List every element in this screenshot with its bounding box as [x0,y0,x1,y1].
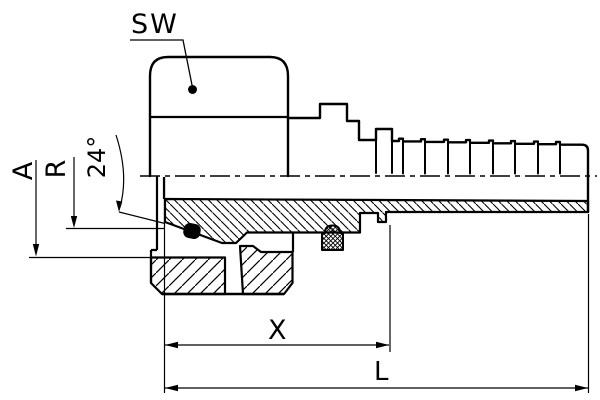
o-ring [183,223,201,239]
dim-cone-angle [115,134,166,225]
label-overall-length: L [374,357,389,387]
sw-callout [130,39,197,94]
sw-leader-dot [188,85,197,94]
dim-a-arrow [32,244,40,257]
cone-angle-arrow [116,200,123,212]
nut-thread-mass [149,256,227,296]
hose-tail-profile [286,102,590,214]
dim-l [165,214,590,393]
nut-section [149,176,295,296]
nut-mouth-faces [149,176,295,283]
dim-r [66,157,164,230]
label-dim-r: R [40,159,72,179]
label-wrench-size: SW [131,9,179,40]
dim-a [29,160,151,259]
captive-seal [321,224,344,251]
label-cutoff-length: X [268,315,287,346]
label-cone-angle: 24° [83,135,111,179]
nipple-section [162,177,590,245]
nut-back-mass [238,244,294,296]
barb-grooves [375,128,561,175]
dim-r-arrow [70,216,78,228]
dim-x [163,178,391,393]
hex-nut-outline [148,55,290,178]
